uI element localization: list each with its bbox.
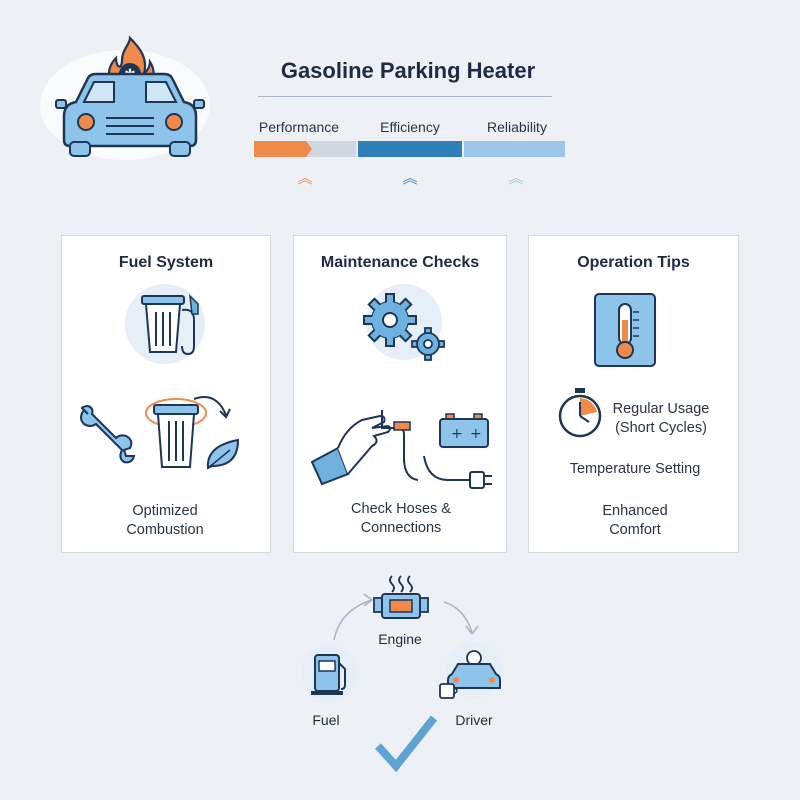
card-caption: Check Hoses & Connections (351, 501, 451, 536)
battery-icon: + + (438, 412, 490, 452)
hand-hose-icon (308, 402, 419, 486)
page-title: Gasoline Parking Heater (280, 58, 536, 83)
svg-text:+: + (451, 426, 463, 442)
performance-bar (254, 141, 356, 157)
metric-label-performance: Performance (258, 119, 340, 135)
card-title: Fuel System (118, 254, 214, 271)
stopwatch-icon (557, 386, 605, 438)
chevron-up-icon: ︽ (297, 170, 313, 187)
svg-text:+: + (470, 426, 482, 442)
gears-icon (354, 282, 454, 368)
fuel-pump-icon (299, 645, 361, 701)
metric-label-efficiency: Efficiency (380, 119, 440, 135)
cycle-node-fuel: Fuel (312, 712, 340, 728)
efficiency-bar (358, 141, 462, 157)
tip-enhanced-comfort: Enhanced Comfort (602, 503, 668, 538)
chevron-up-icon: ︽ (402, 170, 418, 187)
thermometer-icon (593, 292, 659, 368)
heater-car-icon: ✱ (30, 30, 210, 160)
reliability-bar (464, 141, 565, 157)
tip-temperature-setting: Temperature Setting (569, 461, 701, 477)
card-title: Maintenance Checks (320, 254, 480, 271)
cycle-node-driver: Driver (455, 712, 493, 728)
checkmark-icon (374, 708, 438, 773)
tip-regular-usage: Regular Usage (Short Cycles) (612, 401, 710, 436)
card-title: Operation Tips (577, 254, 690, 271)
cycle-node-engine: Engine (378, 631, 422, 647)
card-maintenance-checks: Maintenance Checks (293, 235, 507, 553)
engine-icon (372, 572, 430, 622)
wrench-icon (76, 404, 138, 466)
card-operation-tips: Operation Tips Regular Usage (Short Cycl… (528, 235, 739, 553)
cycle-arrows (320, 580, 500, 690)
card-fuel-system: Fuel System (61, 235, 271, 553)
card-caption: Optimized Combustion (126, 503, 204, 538)
title-divider (258, 96, 552, 97)
driver-car-icon (438, 640, 504, 704)
fuel-tank-icon (118, 284, 218, 364)
chevron-up-icon: ︽ (508, 170, 524, 187)
leaf-icon (204, 436, 242, 472)
plug-icon (414, 450, 494, 494)
filter-icon (145, 391, 234, 471)
metric-label-reliability: Reliability (487, 119, 547, 135)
